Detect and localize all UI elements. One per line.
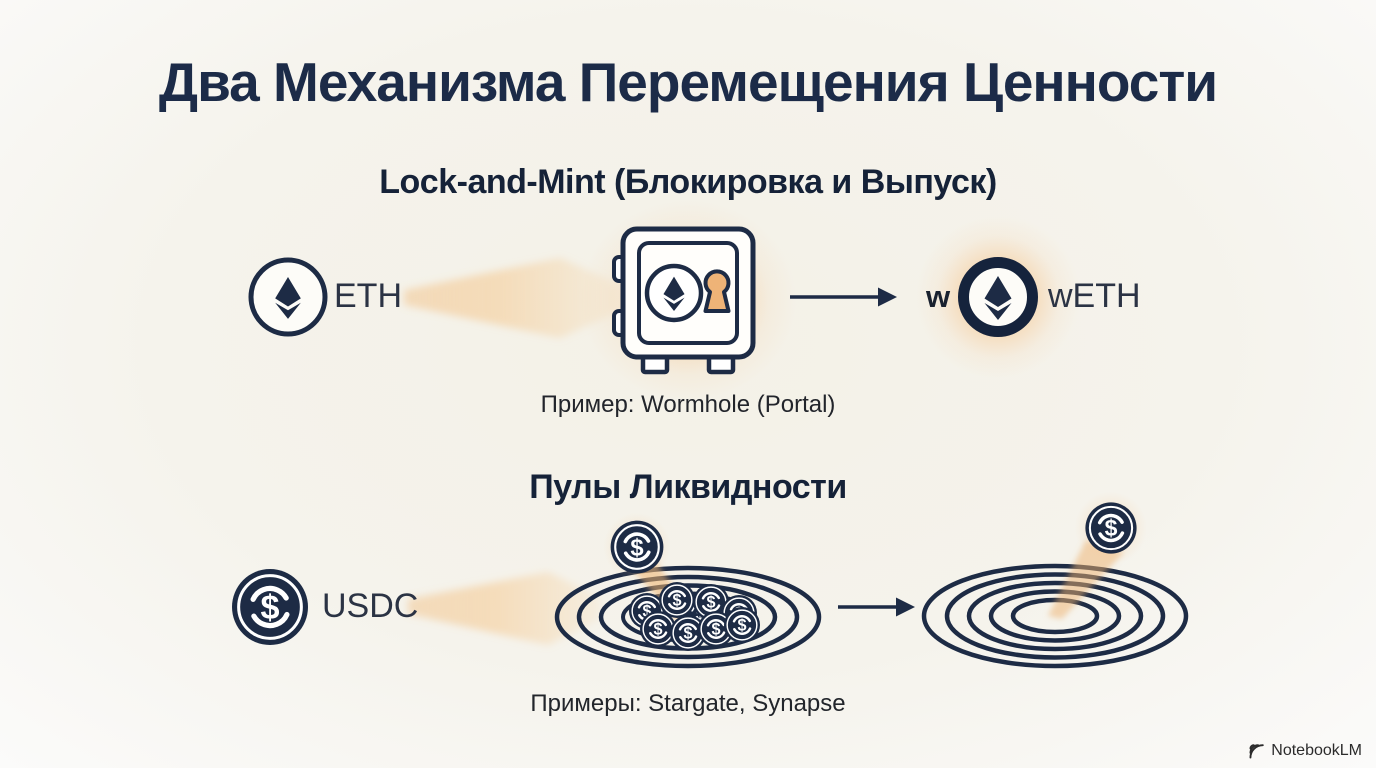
weth-label: wETH bbox=[1048, 277, 1141, 315]
usdc-coin-icon bbox=[232, 569, 308, 645]
liquidity-pool-destination bbox=[921, 492, 1189, 669]
dropping-usdc-coin-icon bbox=[608, 518, 666, 576]
arrow-right-icon bbox=[838, 597, 915, 617]
usdc-to-pool-beam bbox=[408, 572, 600, 645]
liquidity-pools-row bbox=[232, 492, 1189, 669]
lock-and-mint-heading: Lock-and-Mint (Блокировка и Выпуск) bbox=[379, 163, 997, 201]
emerging-usdc-coin-icon bbox=[1083, 500, 1139, 556]
page-title: Два Механизма Перемещения Ценности bbox=[158, 51, 1218, 113]
notebooklm-watermark: NotebookLM bbox=[1248, 742, 1362, 760]
keyhole-icon bbox=[703, 269, 731, 313]
lock-and-mint-row bbox=[248, 200, 1080, 400]
eth-label: ETH bbox=[334, 277, 402, 315]
notebooklm-icon bbox=[1249, 744, 1265, 759]
usdc-label: USDC bbox=[322, 587, 419, 625]
lock-and-mint-example: Пример: Wormhole (Portal) bbox=[540, 391, 836, 418]
arrow-right-icon bbox=[790, 287, 897, 307]
safe-vault-icon bbox=[612, 226, 756, 375]
notebooklm-label: NotebookLM bbox=[1271, 742, 1362, 759]
safe-dial-eth bbox=[644, 263, 704, 323]
wrapped-prefix-label: w bbox=[926, 279, 951, 314]
eth-to-safe-beam bbox=[404, 258, 616, 338]
liquidity-pools-heading: Пулы Ликвидности bbox=[529, 468, 847, 506]
liquidity-pools-example: Примеры: Stargate, Synapse bbox=[530, 690, 846, 717]
liquidity-pool-full bbox=[554, 513, 822, 669]
weth-coin-icon bbox=[958, 257, 1038, 337]
eth-coin-icon bbox=[248, 257, 328, 337]
